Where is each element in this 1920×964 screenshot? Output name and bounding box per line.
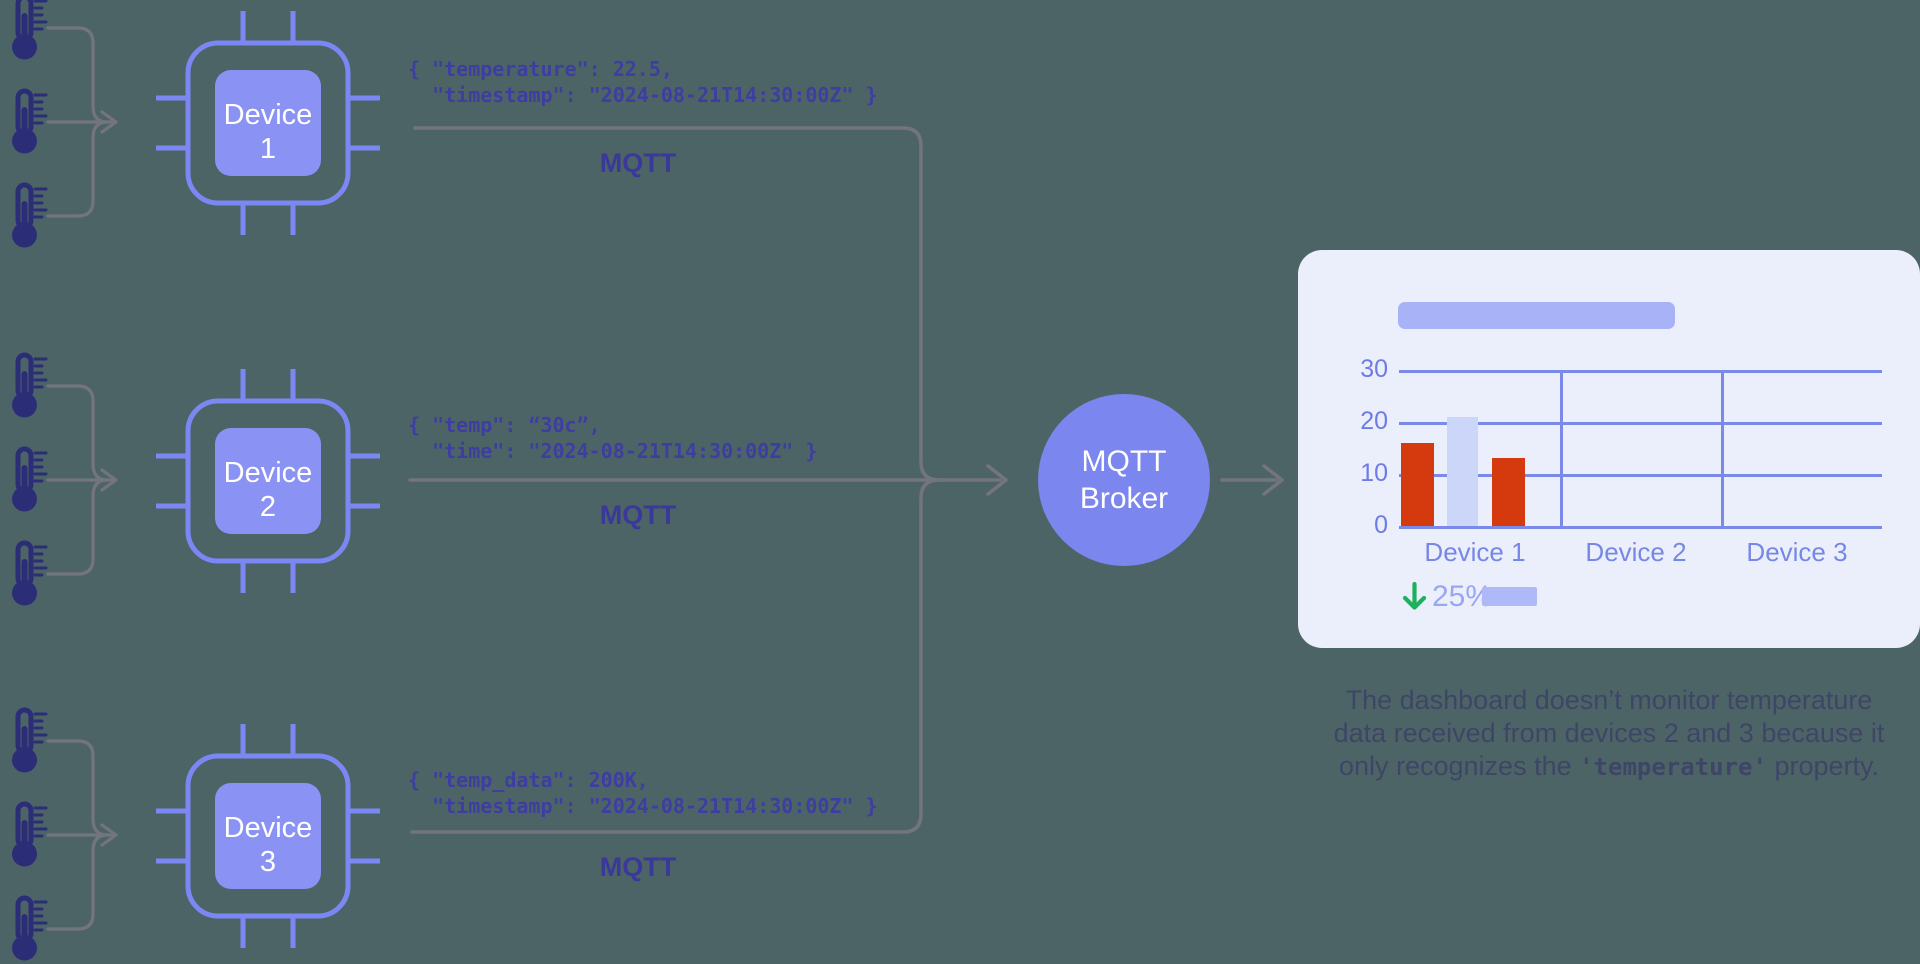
mqtt-broker-node: MQTT Broker — [1038, 394, 1210, 566]
broker-label-line2: Broker — [1079, 482, 1169, 515]
gridline-x-2 — [1721, 370, 1724, 529]
sensor-connector-arrows — [46, 739, 118, 931]
thermometer-icon — [4, 895, 48, 963]
chip-label: Device 2 — [223, 457, 313, 523]
thermometer-icon — [4, 446, 48, 514]
gridline-y-30 — [1399, 370, 1882, 373]
chip-label: Device 3 — [223, 812, 313, 878]
protocol-label: MQTT — [599, 500, 677, 530]
device-row-1: Device 1 { "temperature": 22.5, "timesta… — [0, 0, 1150, 250]
thermometer-icon — [4, 88, 48, 156]
gridline-y-10 — [1399, 474, 1882, 477]
mqtt-payload-code: { "temperature": 22.5, "timestamp": "202… — [408, 57, 878, 107]
bar-reading-a-device-1 — [1401, 443, 1434, 526]
thermometer-icon — [4, 801, 48, 869]
protocol-label: MQTT — [599, 148, 677, 178]
sensor-connector-arrows — [46, 384, 118, 576]
arrowhead-to-dashboard — [1262, 464, 1284, 496]
thermometer-icon — [4, 182, 48, 250]
caption-line2: data received from devices 2 and 3 becau… — [1333, 718, 1885, 748]
chip-icon — [156, 11, 380, 235]
thermometer-icon — [4, 540, 48, 608]
bar-chart-plot-area — [1399, 370, 1882, 529]
y-tick-label-20: 20 — [1360, 407, 1388, 435]
y-tick-label-10: 10 — [1360, 459, 1388, 487]
device-row-2: Device 2 { "temp": “30c”, "time": "2024-… — [0, 352, 1150, 608]
thermometer-icon — [4, 0, 48, 62]
gridline-y-20 — [1399, 422, 1882, 425]
kpi-label-placeholder — [1482, 587, 1537, 606]
y-tick-label-30: 30 — [1360, 355, 1388, 383]
flow-device1-to-merge — [413, 126, 941, 482]
gridline-x-1 — [1560, 370, 1563, 529]
arrow-down-icon — [1402, 581, 1427, 610]
caption-line3: only recognizes the 'temperature' proper… — [1338, 751, 1880, 781]
protocol-label: MQTT — [599, 852, 677, 882]
chip-label: Device 1 — [223, 99, 313, 165]
x-tick-label-device-2: Device 2 — [1585, 537, 1687, 567]
caption-code-token: 'temperature' — [1579, 753, 1767, 781]
bar-reading-c-device-1 — [1492, 458, 1525, 526]
thermometer-icon — [4, 352, 48, 420]
broker-label-line1: MQTT — [1081, 445, 1167, 478]
bar-reading-b-device-1 — [1447, 417, 1478, 526]
thermometer-icon — [4, 707, 48, 775]
arrowhead-to-broker — [986, 464, 1008, 496]
dashboard-title-placeholder — [1398, 302, 1675, 329]
y-tick-label-0: 0 — [1374, 511, 1388, 539]
caption-text: The dashboard doesn’t monitor temperatur… — [1298, 684, 1920, 784]
chip-icon — [156, 369, 380, 593]
x-tick-label-device-1: Device 1 — [1424, 537, 1526, 567]
mqtt-payload-code: { "temp_data": 200K, "timestamp": "2024-… — [408, 768, 878, 818]
mqtt-payload-code: { "temp": “30c”, "time": "2024-08-21T14:… — [408, 413, 818, 463]
sensor-connector-arrows — [46, 26, 118, 218]
chip-icon — [156, 724, 380, 948]
caption-line1: The dashboard doesn’t monitor temperatur… — [1345, 685, 1873, 715]
flow-device3-to-merge — [410, 478, 941, 834]
device-row-3: Device 3 { "temp_data": 200K, "timestamp… — [0, 707, 1150, 963]
gridline-y-0 — [1399, 526, 1882, 529]
x-tick-label-device-3: Device 3 — [1746, 537, 1848, 567]
